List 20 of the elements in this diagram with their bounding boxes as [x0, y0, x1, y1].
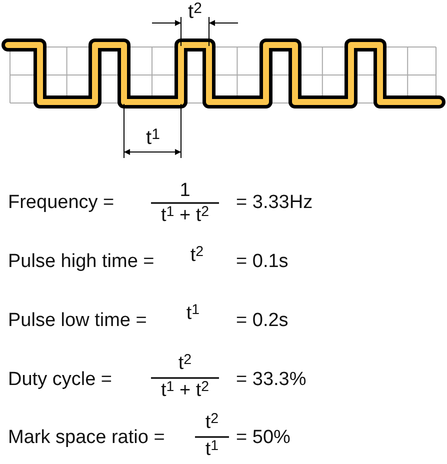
- formula-label: Frequency =: [8, 192, 114, 214]
- numerator: t$^{2}$: [204, 412, 220, 434]
- formula-value: = 0.1s: [236, 251, 288, 273]
- denominator: t$^{1}$ + t$^{2}$: [160, 380, 210, 402]
- numerator: 1: [178, 180, 192, 202]
- denominator: t$^{1}$ + t$^{2}$: [160, 205, 210, 227]
- dimension-label: t$^{1}$: [145, 127, 161, 149]
- formula-label: Mark space ratio =: [8, 427, 165, 449]
- formula-value: = 0.2s: [236, 310, 288, 332]
- variable: t$^{1}$: [185, 303, 201, 325]
- formula-value: = 33.3%: [236, 369, 306, 391]
- formula-label: Pulse high time =: [8, 251, 154, 273]
- formula-label: Duty cycle =: [8, 369, 112, 391]
- variable: t$^{2}$: [189, 245, 205, 267]
- formula-label: Pulse low time =: [8, 310, 147, 332]
- denominator: t$^{1}$: [204, 439, 220, 461]
- numerator: t$^{2}$: [177, 353, 193, 375]
- dimension-label: t$^{2}$: [187, 1, 203, 23]
- formula-value: = 50%: [236, 427, 290, 449]
- formula-value: = 3.33Hz: [236, 192, 313, 214]
